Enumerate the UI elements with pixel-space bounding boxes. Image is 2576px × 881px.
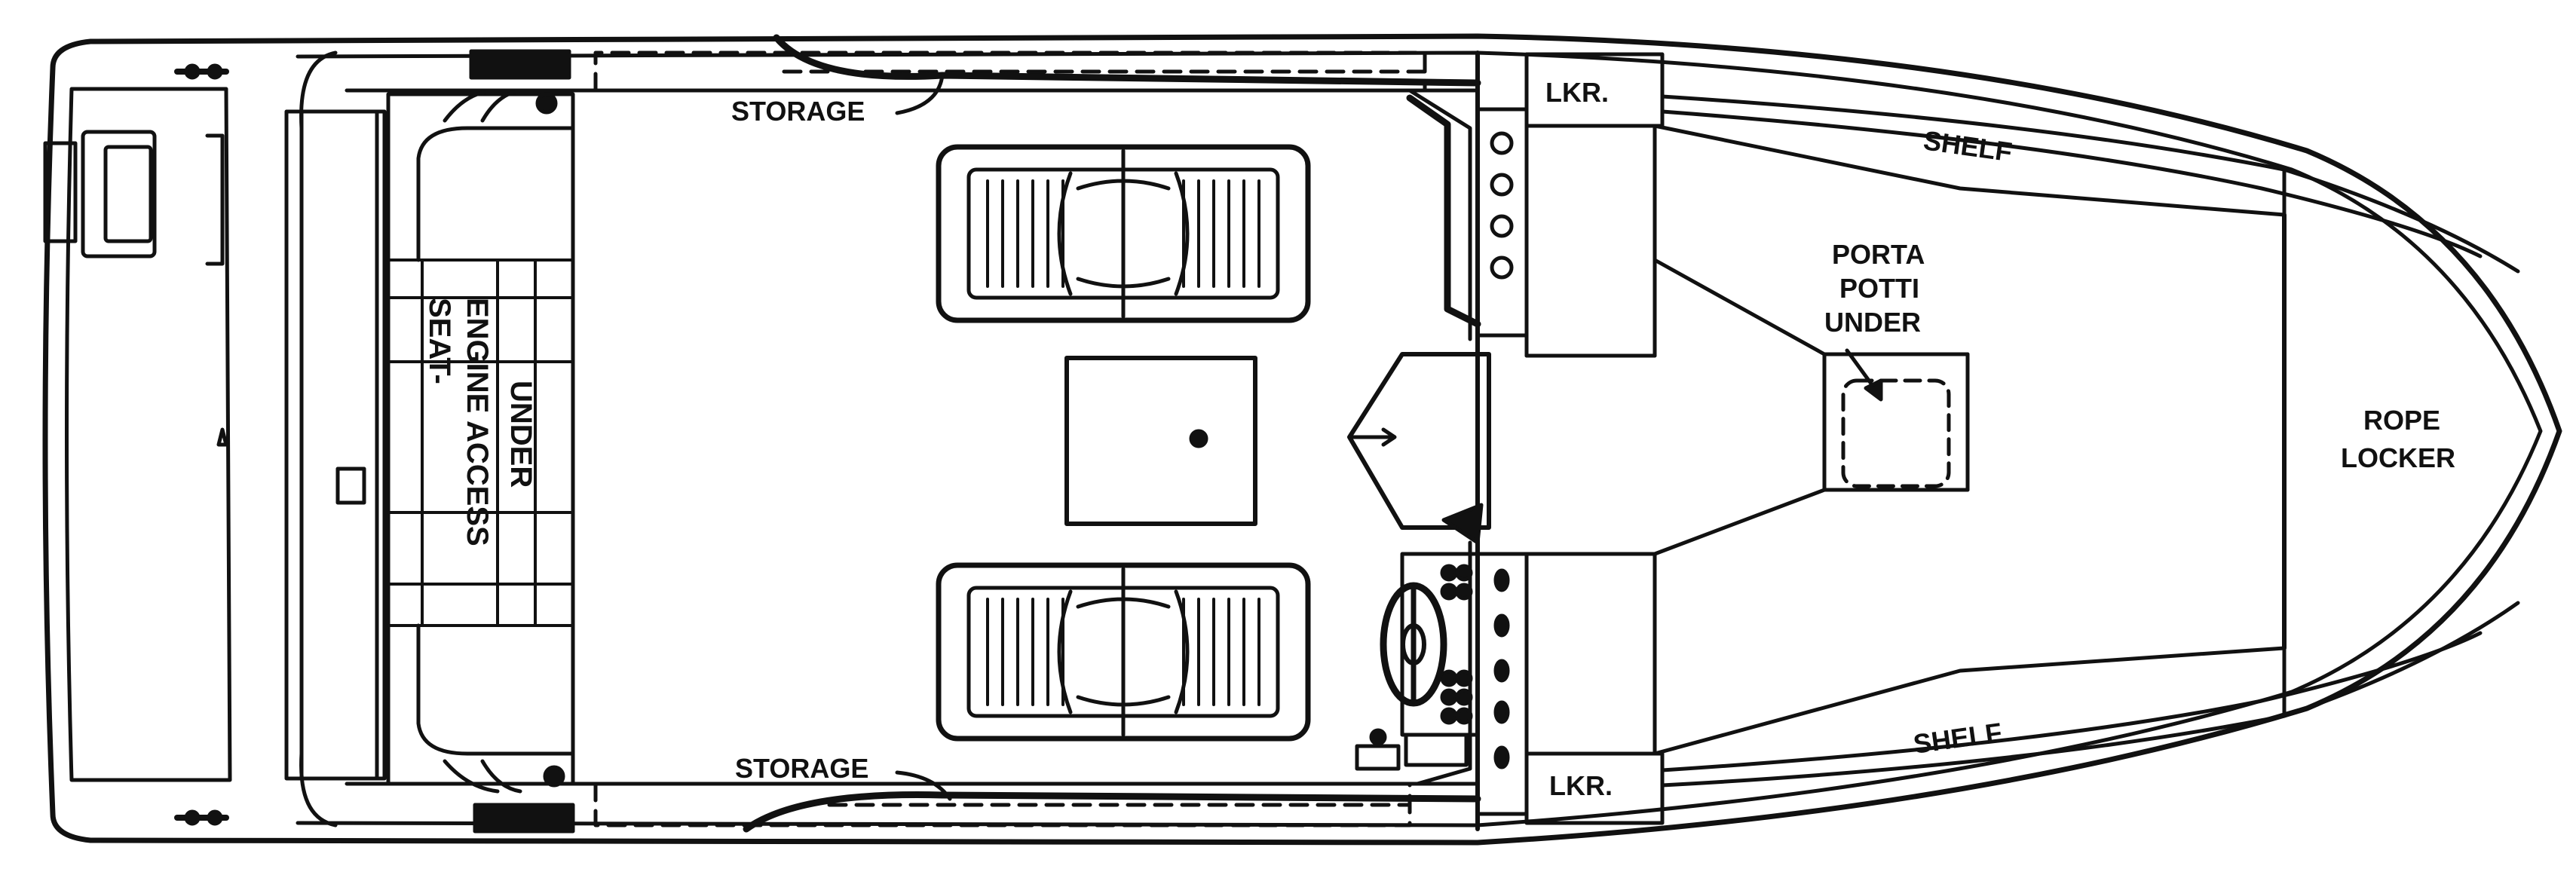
- throttle-box: [1404, 733, 1469, 767]
- transom-grab-rail: [205, 133, 225, 266]
- transom-cleat-mark: [216, 427, 228, 447]
- side-rail-bottom: [743, 791, 1481, 833]
- cabin-berth-top: [1524, 124, 1657, 358]
- rope-locker-label-1: ROPE: [2363, 405, 2440, 436]
- windshield-frame-port: [1406, 94, 1481, 328]
- stern-cleat-top: [174, 63, 229, 80]
- porta-potti-arrow: [1864, 378, 1883, 402]
- seat-label-2: ENGINE ACCESS: [461, 298, 494, 546]
- gauge-cluster: [1440, 564, 1473, 725]
- shelf-label-top: SHELF: [1922, 124, 2014, 167]
- vent-grille-top: [469, 49, 571, 80]
- shelf-label-bottom: SHELF: [1911, 717, 2004, 760]
- side-rail-top: [773, 34, 1481, 87]
- swim-platform: [65, 87, 232, 782]
- aft-seat-upper-curve: [416, 126, 575, 262]
- bulkhead-post-top: [1475, 107, 1529, 338]
- helm-seat-top: [936, 144, 1311, 323]
- transom-hatch: [81, 130, 157, 258]
- porta-potti-label-1: PORTA: [1832, 239, 1925, 270]
- cockpit-floor: [571, 88, 1472, 786]
- shelf-top-inner: [1660, 94, 2520, 274]
- hatch-latch: [1189, 429, 1208, 448]
- throttle-knob: [1369, 728, 1387, 746]
- seat-label-3: UNDER: [504, 381, 538, 488]
- throttle-lever: [1355, 744, 1401, 771]
- porta-potti-label-3: UNDER: [1824, 307, 1921, 338]
- portlights-top: [1490, 131, 1514, 280]
- helm-seat-bottom: [936, 562, 1311, 742]
- bulkhead-post-bottom: [1475, 552, 1529, 816]
- locker-label-top: LKR.: [1545, 77, 1609, 108]
- cabin-floor: [1652, 258, 1970, 556]
- portlights-bottom: [1493, 568, 1510, 769]
- door-handle: [1347, 427, 1397, 447]
- storage-leader-top: [895, 73, 945, 115]
- seat-cushion-grid: [387, 258, 574, 627]
- porta-potti-lid: [1841, 378, 1951, 488]
- cabin-door: [1347, 352, 1491, 530]
- porta-potti-label-2: POTTI: [1839, 273, 1919, 304]
- shelf-bottom: [1660, 631, 2483, 772]
- aft-seat-lower-curve: [416, 623, 575, 756]
- rear-bench-inner: [299, 109, 379, 781]
- shelf-bottom-inner: [1660, 601, 2520, 788]
- hull-inner-line: [296, 50, 2543, 827]
- cockpit-coaming: [299, 50, 338, 827]
- cabin-berth-bottom: [1524, 552, 1657, 756]
- bench-latch: [335, 467, 366, 505]
- steering-wheel: [1380, 582, 1447, 707]
- storage-label-bottom: STORAGE: [735, 753, 868, 784]
- stern-cleat-bottom: [174, 809, 229, 826]
- deck-hatch: [1064, 356, 1257, 526]
- storage-label-top: STORAGE: [731, 96, 865, 127]
- rope-locker-label-2: LOCKER: [2341, 442, 2455, 473]
- storage-leader-bottom: [895, 770, 952, 801]
- aft-fittings-bottom: [443, 759, 565, 794]
- transom-step: [43, 141, 78, 243]
- seat-label-1: SEAT-: [423, 298, 456, 384]
- transom-hatch-inner: [103, 145, 153, 243]
- hull-outline: [42, 33, 2562, 846]
- aft-fittings-top: [443, 88, 558, 123]
- locker-label-bottom: LKR.: [1549, 770, 1613, 801]
- head-compartment: [1822, 352, 1970, 492]
- vent-grille-bottom: [473, 803, 575, 834]
- shelf-top: [1660, 109, 2483, 258]
